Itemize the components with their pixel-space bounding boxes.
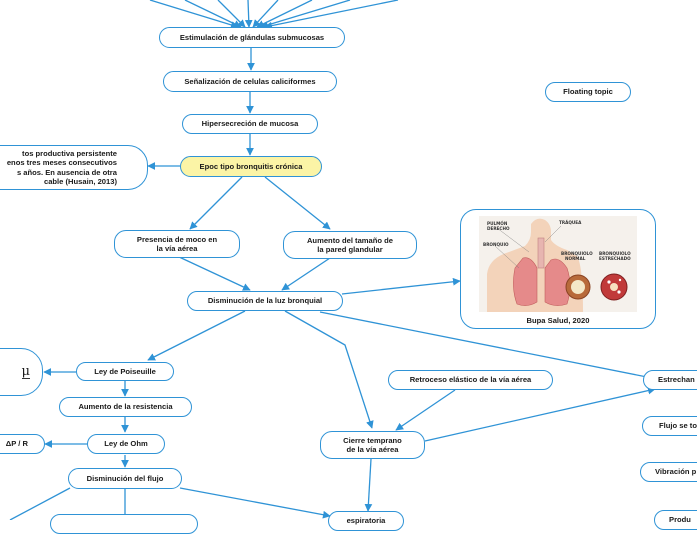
node-estrechamiento[interactable]: Estrechan — [643, 370, 697, 390]
connection-lines — [9, 0, 656, 520]
node-estimulacion[interactable]: Estimulación de glándulas submucosas — [159, 27, 345, 48]
label-traquea: TRÁQUEA — [559, 220, 582, 225]
node-definicion[interactable]: tos productiva persistente enos tres mes… — [0, 145, 148, 190]
node-formula-mu[interactable]: μ — [0, 348, 43, 396]
node-bottom-left[interactable] — [50, 514, 198, 534]
node-floating-topic[interactable]: Floating topic — [545, 82, 631, 102]
node-aumento-resistencia[interactable]: Aumento de la resistencia — [59, 397, 192, 417]
node-hipersecrecion[interactable]: Hipersecreción de mucosa — [182, 114, 318, 134]
node-presencia-moco[interactable]: Presencia de moco en la vía aérea — [114, 230, 240, 258]
node-ley-poiseuille[interactable]: Ley de Poiseuille — [76, 362, 174, 381]
node-cierre-temprano[interactable]: Cierre temprano de la vía aérea — [320, 431, 425, 459]
node-espiratoria[interactable]: espiratoria — [328, 511, 404, 531]
node-retroceso[interactable]: Retroceso elástico de la vía aérea — [388, 370, 553, 390]
node-disminucion-flujo[interactable]: Disminución del flujo — [68, 468, 182, 489]
label-bronquio: BRONQUIO — [483, 242, 509, 247]
node-aumento-pared[interactable]: Aumento del tamaño de la pared glandular — [283, 231, 417, 259]
node-senalizacion[interactable]: Señalización de celulas caliciformes — [163, 71, 337, 92]
node-epoc-root[interactable]: Epoc tipo bronquitis crónica — [180, 156, 322, 177]
image-caption: Bupa Salud, 2020 — [526, 316, 590, 325]
node-ley-ohm[interactable]: Ley de Ohm — [87, 434, 165, 454]
node-produ[interactable]: Produ — [654, 510, 697, 530]
node-vibracion[interactable]: Vibración p — [640, 462, 697, 482]
node-flujo-se[interactable]: Flujo se to — [642, 416, 697, 436]
node-ohm-formula[interactable]: ΔP / R — [0, 434, 45, 454]
node-disminucion-luz[interactable]: Disminución de la luz bronquial — [187, 291, 343, 311]
